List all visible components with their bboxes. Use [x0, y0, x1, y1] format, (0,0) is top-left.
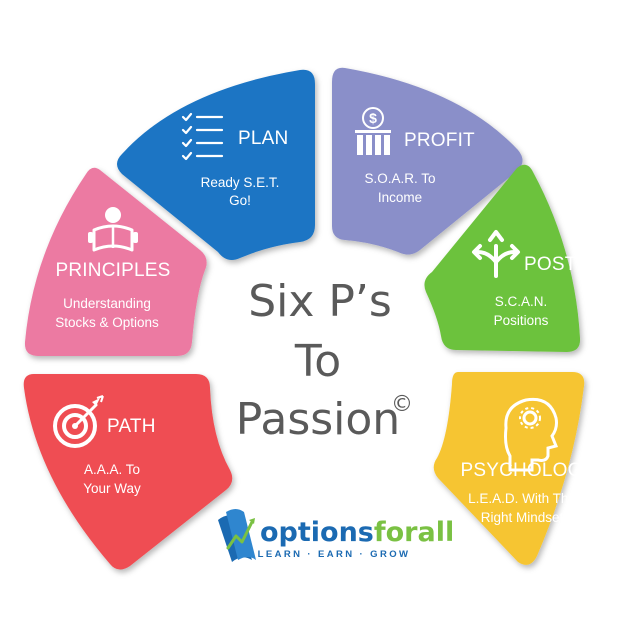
segment-profit-sub2: Income — [378, 190, 422, 205]
segment-profit-sub1: S.O.A.R. To — [364, 171, 435, 186]
brand-tagline: LEARN · EARN · GROW — [258, 549, 411, 560]
segment-plan-sub2: Go! — [229, 193, 251, 208]
segment-path-sub1: A.A.A. To — [84, 462, 140, 477]
segment-profit-title: PROFIT — [404, 130, 475, 151]
brand-name-part2: forall — [374, 517, 454, 548]
segment-path-shape — [23, 374, 233, 570]
reading-person-icon — [88, 207, 138, 252]
segment-profit: $ PROFIT S.O.A.R. To Income — [332, 67, 523, 255]
brand-name-part1: options — [260, 517, 374, 548]
segment-post: POST S.C.A.N. Positions — [424, 164, 581, 352]
segment-principles-sub1: Understanding — [63, 296, 151, 311]
target-arrow-icon — [53, 395, 104, 448]
segment-plan: PLAN Ready S.E.T. Go! — [117, 69, 315, 261]
segment-plan-sub1: Ready S.E.T. — [201, 175, 280, 190]
segment-principles-title: PRINCIPLES — [56, 260, 171, 281]
segment-plan-shape — [117, 69, 315, 261]
split-arrows-icon — [472, 230, 520, 278]
center-title-line2: To — [294, 336, 341, 387]
segment-path-title: PATH — [107, 416, 156, 437]
checklist-icon — [181, 112, 224, 161]
segment-principles-sub2: Stocks & Options — [55, 315, 159, 330]
scroll-logo-icon — [218, 509, 256, 562]
center-title-line1: Six P’s — [248, 276, 392, 327]
segment-principles-shape — [24, 167, 207, 356]
segment-psychology-sub2: Right Mindset — [481, 510, 564, 525]
segment-plan-title: PLAN — [238, 128, 288, 149]
money-bag-bar-chart-icon: $ — [355, 107, 391, 155]
segment-post-title: POST — [524, 254, 577, 275]
copyright-mark: © — [391, 392, 413, 417]
svg-text:$: $ — [369, 110, 377, 126]
segment-principles: PRINCIPLES Understanding Stocks & Option… — [24, 167, 207, 356]
brand-logo: optionsforall LEARN · EARN · GROW — [218, 509, 454, 562]
segment-psychology: PSYCHOLOGY L.E.A.D. With The Right Minds… — [433, 372, 595, 565]
segment-path-sub2: Your Way — [83, 481, 141, 496]
center-title-line3: Passion — [236, 394, 400, 445]
segment-psychology-title: PSYCHOLOGY — [460, 460, 595, 481]
segment-profit-shape — [332, 67, 523, 255]
center-title: Six P’s To Passion © — [236, 276, 413, 445]
segment-post-sub1: S.C.A.N. — [495, 294, 548, 309]
head-gear-icon — [504, 397, 559, 472]
segment-post-sub2: Positions — [494, 313, 549, 328]
segment-psychology-sub1: L.E.A.D. With The — [468, 491, 576, 506]
segment-path: PATH A.A.A. To Your Way — [23, 374, 233, 570]
brand-name: optionsforall — [260, 517, 454, 548]
